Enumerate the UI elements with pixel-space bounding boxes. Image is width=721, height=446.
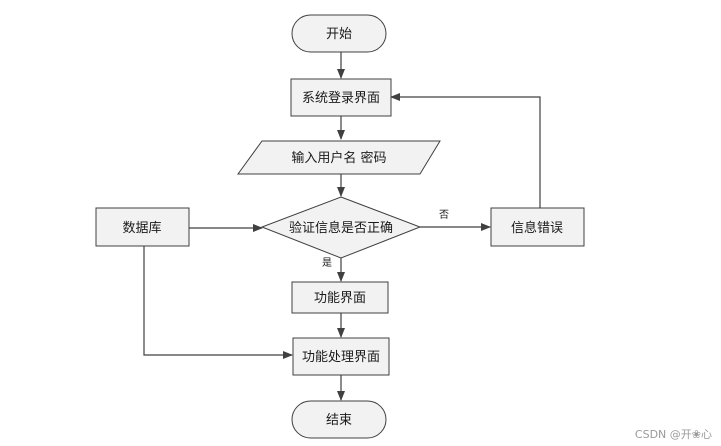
function-label: 功能界面 [314, 291, 366, 306]
process-label: 功能处理界面 [302, 350, 380, 365]
login-label: 系统登录界面 [302, 91, 380, 106]
end-label: 结束 [326, 413, 352, 428]
start-node: 开始 [291, 14, 387, 53]
verify-node: 验证信息是否正确 [260, 196, 422, 259]
edge-label-no: 否 [439, 209, 449, 221]
process-node: 功能处理界面 [292, 337, 390, 376]
verify-label: 验证信息是否正确 [289, 220, 393, 236]
error-label: 信息错误 [511, 220, 563, 236]
error-node: 信息错误 [490, 207, 585, 247]
input-label: 输入用户名 密码 [291, 150, 386, 166]
login-node: 系统登录界面 [290, 78, 392, 117]
edge-database-to-process [143, 246, 293, 359]
edge-error-to-login [390, 93, 541, 208]
database-label: 数据库 [122, 220, 161, 236]
end-node: 结束 [291, 400, 387, 439]
watermark: CSDN @开❀心 [635, 428, 712, 441]
edge-label-yes: 是 [322, 257, 332, 269]
function-node: 功能界面 [291, 281, 389, 314]
start-label: 开始 [326, 27, 352, 42]
database-node: 数据库 [95, 207, 190, 247]
input-node: 输入用户名 密码 [237, 140, 441, 175]
